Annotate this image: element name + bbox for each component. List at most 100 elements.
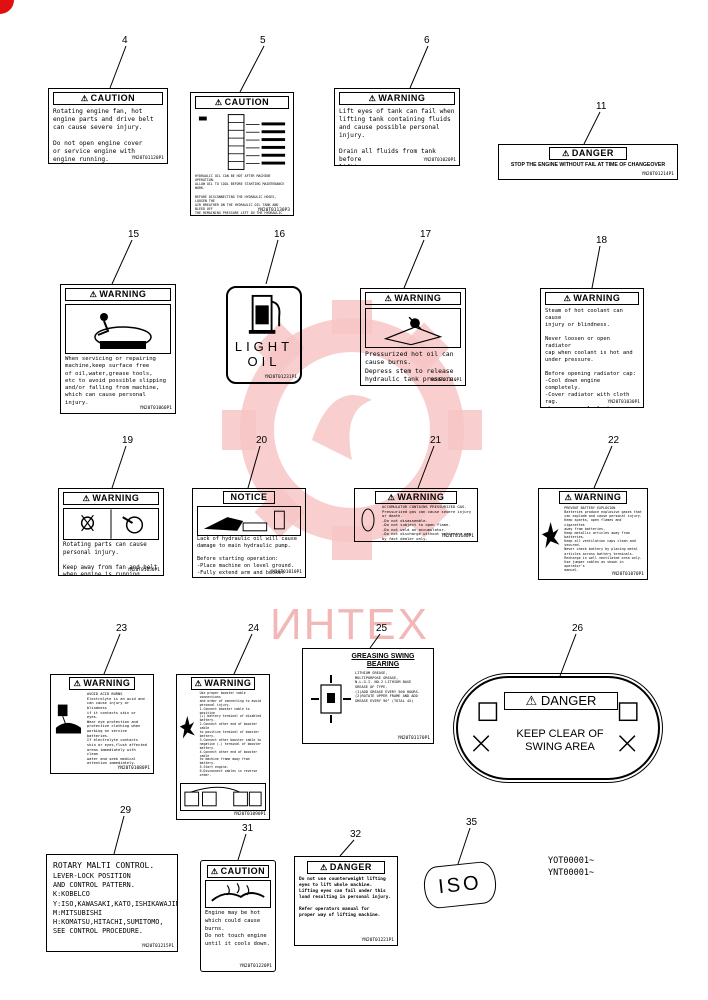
warning-header: WARNING (365, 292, 461, 305)
callout-number: 15 (128, 229, 140, 240)
slip-hazard-figure (65, 304, 171, 354)
rotating-parts-figure (63, 508, 159, 540)
decal-code: YN20T01030P1 (607, 400, 640, 406)
swing-bearing-icon (311, 675, 351, 723)
decal-19-warning: WARNING Rotating parts can cause persona… (58, 488, 164, 576)
fuel-pump-icon (248, 294, 281, 334)
decal-text: STOP THE ENGINE WITHOUT FAIL AT TIME OF … (510, 162, 666, 168)
decal-code: YN20T01140P1 (441, 534, 474, 540)
caution-header: CAUTION (207, 865, 269, 878)
decal-29-control-pattern: ROTARY MALTI CONTROL. LEVER-LOCK POSITIO… (46, 854, 178, 952)
decal-code: YN20T01231P1 (264, 375, 297, 381)
callout-number: 17 (420, 229, 432, 240)
callout-number: 24 (248, 623, 260, 634)
decal-21-warning: WARNING ACCUMULATOR CONTAINS PRESSURIZED… (354, 488, 478, 542)
warning-header: WARNING (339, 92, 455, 105)
callout-number: 22 (608, 435, 620, 446)
decal-text: PREVENT BATTERY EXPLOSION Batteries prod… (564, 506, 642, 573)
callout-number: 18 (596, 235, 608, 246)
decal-code: YN20T01050P1 (127, 568, 160, 574)
decal-text: AVOID ACID BURNS Electrolyte is an acid … (86, 692, 147, 766)
danger-header: DANGER (549, 147, 627, 160)
caution-header: CAUTION (53, 92, 163, 105)
callout-number: 11 (596, 101, 607, 112)
callout-number: 26 (572, 623, 584, 634)
decal-code: YN20T01221P1 (361, 938, 394, 944)
acid-burn-icon (55, 704, 81, 734)
accumulator-row: ACCUMULATOR CONTAINS PRESSURIZED GAS. Pr… (355, 504, 477, 541)
decal-text: Use proper booster cable connections and… (199, 691, 262, 778)
callout-number: 16 (274, 229, 286, 240)
decal-23-warning: WARNING AVOID ACID BURNS Electrolyte is … (50, 674, 154, 774)
decal-code: YN20T01080P1 (117, 766, 150, 772)
callout-number: 29 (120, 805, 132, 816)
decal-text: LEVER-LOCK POSITION AND CONTROL PATTERN.… (53, 872, 178, 936)
excavator-figure (197, 506, 301, 536)
decal-35-iso: ISO (422, 860, 498, 910)
decal-16-light-oil: LIGHT OIL YN20T01231P1 (226, 286, 302, 384)
decal-4-caution: CAUTION Rotating engine fan, hot engine … (48, 88, 168, 164)
warning-header: WARNING (69, 677, 135, 690)
explosion-icon (179, 715, 195, 739)
decal-code: YN20T01170P1 (397, 736, 430, 742)
decal-text: ACCUMULATOR CONTAINS PRESSURIZED GAS. Pr… (382, 504, 472, 541)
callout-number: 4 (122, 35, 128, 46)
decal-22-warning: WARNING PREVENT BATTERY EXPLOSION Batter… (538, 488, 648, 580)
warning-header: WARNING (65, 288, 171, 301)
decal-24-warning: WARNING Use proper booster cable connect… (176, 674, 270, 820)
callout-number: 20 (256, 435, 268, 446)
warning-header: WARNING (63, 492, 159, 505)
decal-code: YN20T01020P1 (423, 158, 456, 164)
decal-text: When servicing or repairing machine,keep… (65, 356, 167, 406)
decal-25-greasing: GREASING SWING BEARING LITHIUM GREASE, M… (302, 648, 434, 744)
decal-code: YN20T01090P1 (233, 812, 266, 818)
decal-text: Steam of hot coolant can cause injury or… (545, 308, 636, 407)
decal-5-caution: CAUTION HYDRAULIC OIL CAN BE HOT AFTER M… (190, 92, 294, 216)
decal-32-danger: DANGER Do not use counterweight lifting … (294, 856, 398, 946)
decal-text: Lift eyes of tank can fail when lifting … (339, 108, 455, 165)
acid-row: AVOID ACID BURNS Electrolyte is an acid … (51, 692, 153, 766)
danger-header: ⚠ DANGER (504, 692, 618, 710)
control-title: ROTARY MALTI CONTROL. (53, 861, 155, 870)
decal-text: Pressurized hot oil can cause burns. Dep… (365, 350, 458, 383)
decal-text: ISO (437, 871, 483, 899)
greasing-title: GREASING SWING BEARING (351, 653, 415, 668)
decal-26-danger-swing: ⚠ DANGER KEEP CLEAR OF SWING AREA (453, 673, 663, 783)
decal-31-caution: CAUTION Engine may be hot which could ca… (200, 860, 276, 972)
decal-text: LIGHT OIL (234, 338, 294, 369)
decal-text: Engine may be hot which could cause burn… (205, 910, 270, 948)
warning-header: WARNING (375, 491, 457, 504)
accumulator-icon (361, 508, 375, 532)
decal-code: YN20T01070P1 (611, 572, 644, 578)
decal-6-warning: WARNING Lift eyes of tank can fail when … (334, 88, 460, 166)
battery-row: PREVENT BATTERY EXPLOSION Batteries prod… (539, 506, 647, 572)
warning-header: WARNING (559, 491, 627, 504)
callout-number: 19 (122, 435, 134, 446)
decal-15-warning: WARNING When servicing or repairing mach… (60, 284, 176, 414)
callout-number: 23 (116, 623, 128, 634)
decal-text: LITHIUM GREASE, MULTIPURPOSE GREASE, N.L… (355, 671, 420, 704)
callout-number: 35 (466, 817, 478, 828)
pressurized-oil-figure (365, 308, 461, 348)
booster-row: Use proper booster cable connections and… (177, 691, 269, 778)
decal-code: YN20T01110P1 (429, 378, 462, 384)
callout-number: 32 (350, 829, 362, 840)
decal-code: YN20T01130P3 (257, 208, 290, 214)
decal-text: Lack of hydraulic oil will cause damage … (197, 536, 297, 577)
decal-text: Rotating parts can cause personal injury… (63, 542, 158, 576)
decal-text: KEEP CLEAR OF SWING AREA (516, 728, 604, 753)
decal-18-warning: WARNING Steam of hot coolant can cause i… (540, 288, 644, 408)
decal-text: HYDRAULIC OIL CAN BE HOT AFTER MACHINE O… (195, 174, 285, 215)
hydraulic-tank-figure (195, 112, 289, 174)
notice-header: NOTICE (223, 491, 275, 504)
decal-code: YN20T01220P1 (239, 964, 272, 970)
decal-code: YN20T01215P1 (141, 944, 174, 950)
callout-number: 5 (260, 35, 266, 46)
decal-code: YN20T01060P1 (139, 406, 172, 412)
callout-number: 6 (424, 35, 430, 46)
callout-number: 25 (376, 623, 388, 634)
battery-cables-figure (180, 783, 266, 811)
danger-word: DANGER (540, 693, 597, 708)
explosion-icon (541, 521, 560, 549)
decal-code: YN20T01010P1 (269, 570, 302, 576)
